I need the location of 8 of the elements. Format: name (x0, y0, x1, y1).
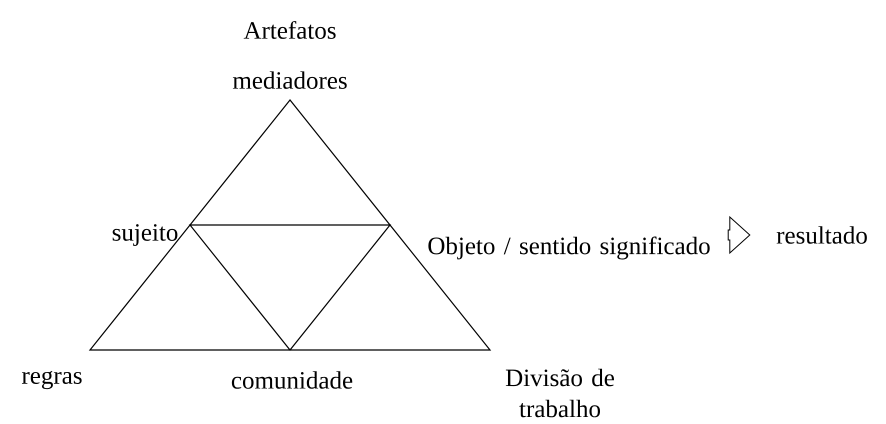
text-label: Artefatos mediadores (232, 21, 347, 89)
text-label: comunidade (232, 371, 352, 389)
text-label: resultado (776, 226, 867, 244)
text-label: sujeito (112, 224, 178, 246)
block-arrow (728, 216, 751, 254)
text-label: regras (22, 370, 82, 390)
text-label: Objeto / sentido significado (428, 236, 710, 260)
text-label: Divisão de trabalho (506, 368, 614, 418)
